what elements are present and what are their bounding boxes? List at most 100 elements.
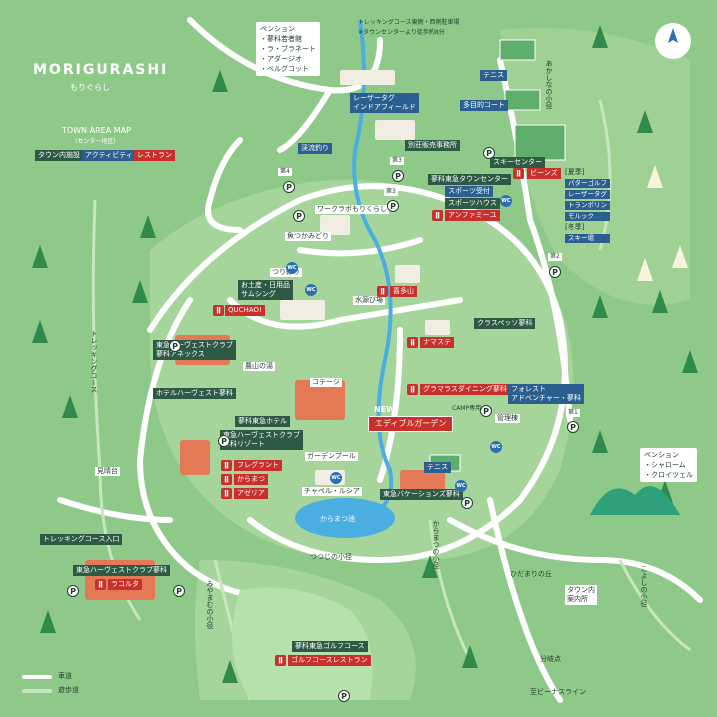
vacation-label[interactable]: 東急バケーションズ蓼科 xyxy=(380,489,463,500)
map-title: TOWN AREA MAP xyxy=(62,126,131,135)
golf-restaurant-label[interactable]: ゴルフコースレストラン xyxy=(288,655,371,666)
fregranto-label[interactable]: フレグラント xyxy=(234,460,282,471)
restaurant-icon: ǁ xyxy=(221,460,232,471)
koyoshi-path-label: こよしの小径 xyxy=(640,565,648,607)
summer-item: パターゴルフ xyxy=(565,179,610,188)
kitaya-label[interactable]: 喜多山 xyxy=(390,286,417,297)
season-activities: [夏季] パターゴルフ レーザータグ トランポリン モルック [冬季] スキー場 xyxy=(565,168,610,243)
lacorta-label[interactable]: ラコルタ xyxy=(108,579,142,590)
town-center-label[interactable]: 蓼科東急タウンセンター xyxy=(428,174,511,185)
restaurant-icon: ǁ xyxy=(432,210,443,221)
azalea-label[interactable]: アゼリア xyxy=(234,488,268,499)
ski-center-label[interactable]: スキーセンター xyxy=(490,157,545,168)
parking-icon[interactable]: P xyxy=(480,405,492,417)
trekking-course-label: トレッキングコース xyxy=(90,330,98,393)
laser-tag-label[interactable]: レーザータグ インドアフィールド xyxy=(350,93,419,113)
wc-icon[interactable]: WC xyxy=(286,262,298,274)
legend-activity: アクティビティ xyxy=(82,150,136,161)
pension-right-item: ・クロイツェル xyxy=(644,471,693,479)
summer-item: トランポリン xyxy=(565,201,610,210)
camp-label: CAMP専用 xyxy=(452,405,482,412)
glamping-label[interactable]: グラマラスダイニング蓼科 xyxy=(420,384,510,395)
multi-court-label[interactable]: 多目的コート xyxy=(460,100,508,111)
restaurant-icon: ǁ xyxy=(407,384,418,395)
pension-right-item: ・シャローム xyxy=(644,461,686,469)
parking-1-label: 第1 xyxy=(566,409,580,417)
sakana-label[interactable]: 魚つかみどり xyxy=(285,232,331,241)
nosan-label[interactable]: 農山の湯 xyxy=(243,362,275,371)
parking-icon[interactable]: P xyxy=(67,585,79,597)
town-info-label[interactable]: タウン内 案内所 xyxy=(565,585,597,605)
brand-logo: MORIGURASHI xyxy=(33,62,169,78)
trekking-parking-note: ※タウンセンターより徒歩約8分 xyxy=(358,29,445,36)
tennis-label-1[interactable]: テニス xyxy=(480,70,507,81)
harvest-annex-label[interactable]: 東急ハーヴェストクラブ 蓼科アネックス xyxy=(153,340,236,360)
pension-top-item: ・アダージオ xyxy=(260,55,302,63)
shop-label[interactable]: お土産・日用品 サムシング xyxy=(238,280,293,300)
restaurant-icon: ǁ xyxy=(95,579,106,590)
wc-icon[interactable]: WC xyxy=(305,284,317,296)
wc-icon[interactable]: WC xyxy=(500,195,512,207)
wc-icon[interactable]: WC xyxy=(330,472,342,484)
forest-adventure-label[interactable]: フォレスト アドベンチャー・蓼科 xyxy=(508,384,584,404)
parking-icon[interactable]: P xyxy=(173,585,185,597)
legend-road-line xyxy=(22,675,52,679)
parking-icon[interactable]: P xyxy=(218,435,230,447)
workcraft-label[interactable]: ワークラボもりくらし xyxy=(315,205,389,214)
namaste-label[interactable]: ナマステ xyxy=(420,337,454,348)
parking-icon[interactable]: P xyxy=(338,690,350,702)
clubhouse-label[interactable]: クラスペッソ蓼科 xyxy=(474,318,536,329)
hidamari-label: ひだまりの丘 xyxy=(510,570,552,578)
kanritou-label[interactable]: 管理棟 xyxy=(495,414,520,423)
parking-icon[interactable]: P xyxy=(169,340,181,352)
garden-pool-label[interactable]: ガーデンプール xyxy=(305,452,358,461)
tsuribori-label[interactable]: つりぼり xyxy=(270,268,302,277)
hotel-label[interactable]: 蓼科東急ホテル xyxy=(235,416,290,427)
restaurant-icon: ǁ xyxy=(513,168,524,179)
pension-top-item: ・ラ・ブラネート xyxy=(260,45,316,53)
pension-top-box: ペンション ・蓼科若者館 ・ラ・ブラネート ・アダージオ ・ベルグコット xyxy=(256,22,320,76)
cottage-label[interactable]: コテージ xyxy=(310,378,342,387)
parking-icon[interactable]: P xyxy=(283,181,295,193)
pension-right-box: ペンション ・シャローム ・クロイツェル xyxy=(640,448,697,482)
karamatsu-restaurant-label[interactable]: からまつ xyxy=(234,474,268,485)
bessou-label[interactable]: 別荘販売事務所 xyxy=(405,140,460,151)
chapel-label[interactable]: チャペル・ルシア xyxy=(302,487,362,496)
trek-entrance-label[interactable]: トレッキングコース入口 xyxy=(40,534,123,545)
wc-icon[interactable]: WC xyxy=(490,441,502,453)
edible-garden-label[interactable]: エディブルガーデン xyxy=(368,416,454,432)
pension-right-title: ペンション xyxy=(644,451,679,459)
parking-icon[interactable]: P xyxy=(549,266,561,278)
restaurant-icon: ǁ xyxy=(213,305,224,316)
parking-icon[interactable]: P xyxy=(392,170,404,182)
beans-label[interactable]: ビーンズ xyxy=(527,168,561,179)
sports-house-label[interactable]: スポーツハウス xyxy=(445,198,500,209)
parking-icon[interactable]: P xyxy=(293,210,305,222)
harvest-club-label[interactable]: 東急ハーヴェストクラブ蓼科 xyxy=(73,565,170,576)
legend-walk-line xyxy=(22,689,52,693)
restaurant-icon: ǁ xyxy=(377,286,388,297)
parking-icon[interactable]: P xyxy=(387,200,399,212)
wc-icon[interactable]: WC xyxy=(455,480,467,492)
restaurant-icon: ǁ xyxy=(275,655,286,666)
karamatsu-path-label: からまつの小径 xyxy=(432,520,440,569)
keiryu-label[interactable]: 渓流釣り xyxy=(298,143,332,154)
bunki-label: 分岐点 xyxy=(540,655,561,663)
legend-road-label: 車道 xyxy=(58,672,72,680)
parking-icon[interactable]: P xyxy=(461,497,473,509)
miyakoshi-path-label: みやまむの小径 xyxy=(206,580,214,629)
quchao-label[interactable]: QUCHAO! xyxy=(225,305,265,316)
map-subtitle: (センター地区) xyxy=(75,138,116,145)
suigen-label[interactable]: 水源び場 xyxy=(353,296,385,305)
hotel-harvest-label[interactable]: ホテルハーヴェスト蓼科 xyxy=(153,388,236,399)
tennis-label-2[interactable]: テニス xyxy=(424,462,451,473)
anfami-label[interactable]: アンファミーユ xyxy=(445,210,500,221)
miharashi-label[interactable]: 見晴台 xyxy=(95,467,120,476)
parking-icon[interactable]: P xyxy=(567,421,579,433)
harvest-resort-label[interactable]: 東急ハーヴェストクラブ 蓼科リゾート xyxy=(220,430,303,450)
karamatsu-pond-label: からまつ池 xyxy=(320,515,355,523)
golf-course-label[interactable]: 蓼科東急ゴルフコース xyxy=(292,641,368,652)
trekking-parking-label: トレッキングコース東側・西側駐車場 xyxy=(358,19,460,26)
parking-icon[interactable]: P xyxy=(483,147,495,159)
sports-uketsuke-label[interactable]: スポーツ受付 xyxy=(445,186,493,197)
